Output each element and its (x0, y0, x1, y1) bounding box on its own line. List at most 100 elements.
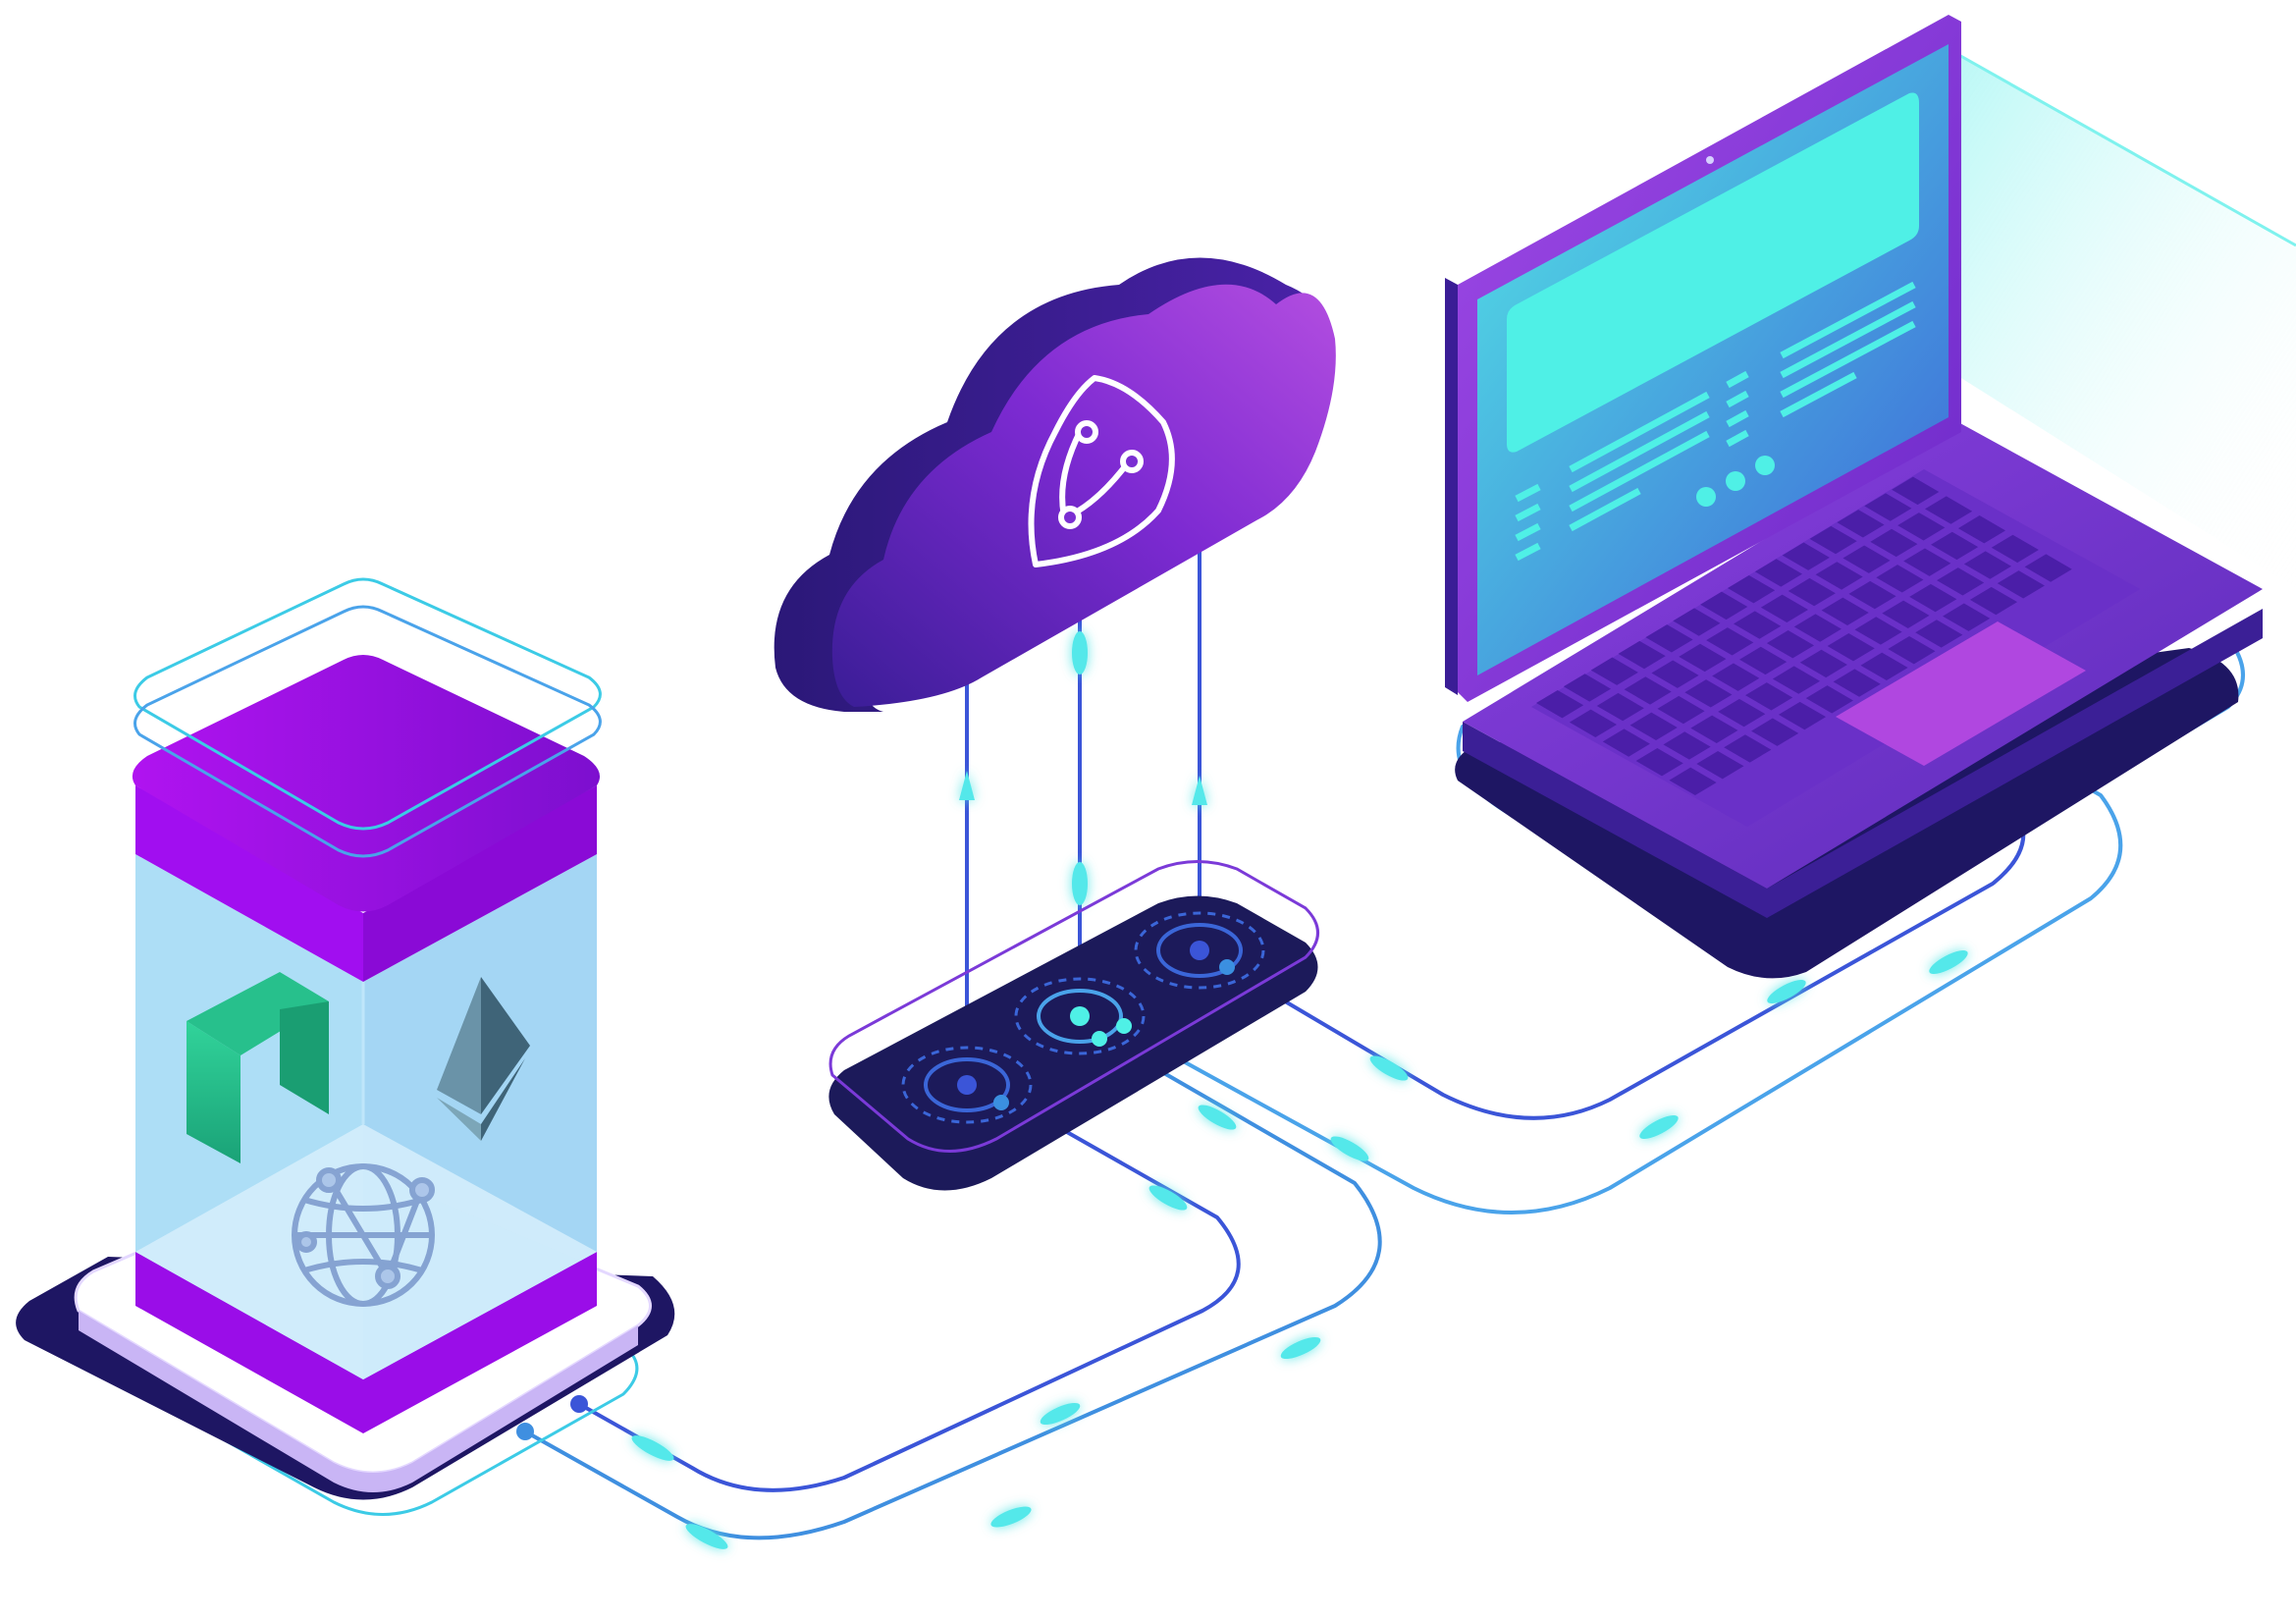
storage-cube-node (16, 577, 675, 1500)
keyboard-key[interactable] (1782, 542, 1830, 570)
laptop-node (1445, 15, 2296, 979)
keyboard-key[interactable] (1882, 600, 1930, 628)
keyboard-key[interactable] (2024, 554, 2072, 582)
wire-storage-hub-a (577, 1093, 1241, 1492)
keyboard-key[interactable] (1536, 689, 1584, 719)
cloud-body (831, 284, 1336, 707)
keyboard-key[interactable] (1833, 669, 1881, 697)
keyboard-key[interactable] (1870, 528, 1918, 558)
storage-glass-inner-floor (135, 1124, 597, 1379)
keyboard-key[interactable] (1793, 614, 1842, 642)
cloud-node (774, 257, 1336, 1085)
keyboard-key[interactable] (1772, 666, 1821, 694)
keyboard-key[interactable] (1718, 698, 1766, 728)
webcam (1706, 156, 1714, 164)
laptop-lid-edge (1445, 278, 1458, 695)
keyboard-key[interactable] (1673, 608, 1721, 636)
keyboard-key[interactable] (1809, 525, 1857, 555)
keyboard-key[interactable] (1805, 685, 1853, 714)
keyboard-key[interactable] (1860, 652, 1908, 681)
network-globe-icon (292, 1163, 435, 1307)
keyboard-key[interactable] (1827, 632, 1875, 662)
screen-loading-dots (1696, 456, 1775, 507)
keyboard-key[interactable] (1751, 718, 1799, 746)
wire-storage-hub-b (523, 1034, 1382, 1540)
keyboard-key[interactable] (1563, 674, 1612, 702)
data-pulses (631, 949, 1968, 1549)
keyboard-key[interactable] (1997, 570, 2045, 599)
keyboard-key[interactable] (1897, 513, 1946, 541)
keyboard-key[interactable] (1788, 577, 1836, 607)
keyboard-key[interactable] (1903, 548, 1951, 576)
keyboard-key[interactable] (1766, 630, 1815, 659)
hub-port-3 (1134, 911, 1265, 990)
keyboard-key[interactable] (1690, 715, 1738, 743)
keyboard-key[interactable] (1745, 682, 1793, 711)
keyboard-key[interactable] (1734, 611, 1782, 639)
keyboard-key[interactable] (1700, 591, 1748, 621)
keyboard-key[interactable] (1590, 657, 1638, 685)
keyboard-key[interactable] (1909, 583, 1957, 613)
keyboard-key[interactable] (1602, 729, 1650, 757)
keyboard-key[interactable] (1728, 574, 1776, 604)
screen-code-lines (1515, 281, 1916, 562)
keyboard-key[interactable] (1931, 531, 1979, 561)
keyboard-key[interactable] (1815, 562, 1863, 590)
keyboard-key[interactable] (1624, 676, 1672, 705)
keyboard-key[interactable] (1892, 476, 1940, 506)
keyboard-key[interactable] (1915, 620, 1963, 648)
keyboard-key[interactable] (1739, 646, 1788, 675)
keyboard-key[interactable] (1969, 586, 2018, 616)
keyboard-key[interactable] (1684, 679, 1733, 708)
hub-port-1 (901, 1046, 1033, 1124)
keyboard-key[interactable] (1957, 515, 2006, 544)
storage-cap-top (132, 655, 601, 912)
storage-bottom-band (135, 1252, 597, 1433)
screen-banner (1507, 92, 1919, 453)
laptop-deck-side (1463, 609, 2263, 918)
keyboard-key[interactable] (1629, 712, 1678, 740)
keyboard-key[interactable] (1821, 597, 1869, 625)
wire-hub-laptop-b (1117, 774, 2123, 1214)
keyboard-key[interactable] (1799, 649, 1847, 678)
keyboard-key[interactable] (1925, 496, 1973, 524)
keyboard-key[interactable] (1679, 643, 1727, 673)
keyboard-key[interactable] (1657, 695, 1705, 725)
storage-base-plate-edge (79, 1311, 638, 1492)
keyboard-key[interactable] (1991, 534, 2039, 564)
keyboard-key[interactable] (1864, 493, 1912, 521)
keyboard-key[interactable] (1712, 663, 1760, 691)
hub-port-2 (1014, 977, 1146, 1055)
keyboard-key[interactable] (1569, 709, 1618, 738)
keyboard-key[interactable] (1842, 545, 1891, 573)
keyboard-key[interactable] (1937, 567, 1985, 596)
keyboard-key[interactable] (1837, 510, 1885, 538)
storage-cap-side-left (135, 785, 363, 982)
keyboard-key[interactable] (1854, 617, 1902, 645)
keyboard-key[interactable] (1754, 559, 1803, 587)
keyboard-key[interactable] (1888, 635, 1936, 665)
storage-base-ring (81, 1348, 639, 1516)
keyboard-key[interactable] (1943, 603, 1991, 631)
keyboard-key[interactable] (1696, 750, 1744, 780)
keyboard-key[interactable] (1663, 731, 1711, 760)
keyboard-key[interactable] (1760, 594, 1809, 623)
keyboard-key[interactable] (1778, 701, 1827, 730)
keyboard-key[interactable] (1651, 660, 1699, 688)
keyboard-key[interactable] (1876, 565, 1924, 593)
keyboard-key[interactable] (1645, 624, 1693, 653)
keyboard-key[interactable] (1963, 551, 2012, 579)
keyboard-key[interactable] (1635, 747, 1683, 777)
keyboard-key[interactable] (1848, 580, 1896, 610)
keyboard-key[interactable] (1724, 734, 1772, 763)
keyboard-key[interactable] (1669, 767, 1717, 796)
storage-cap-side-right (363, 785, 597, 982)
keyboard-key[interactable] (1706, 627, 1754, 656)
screen-light-beam (1949, 49, 2296, 589)
keyboard-key[interactable] (1596, 692, 1644, 722)
trackpad[interactable] (1836, 621, 2086, 766)
hub-top-outline (828, 860, 1319, 1153)
keyboard-key[interactable] (1618, 640, 1666, 670)
hub-ports (901, 911, 1265, 1124)
